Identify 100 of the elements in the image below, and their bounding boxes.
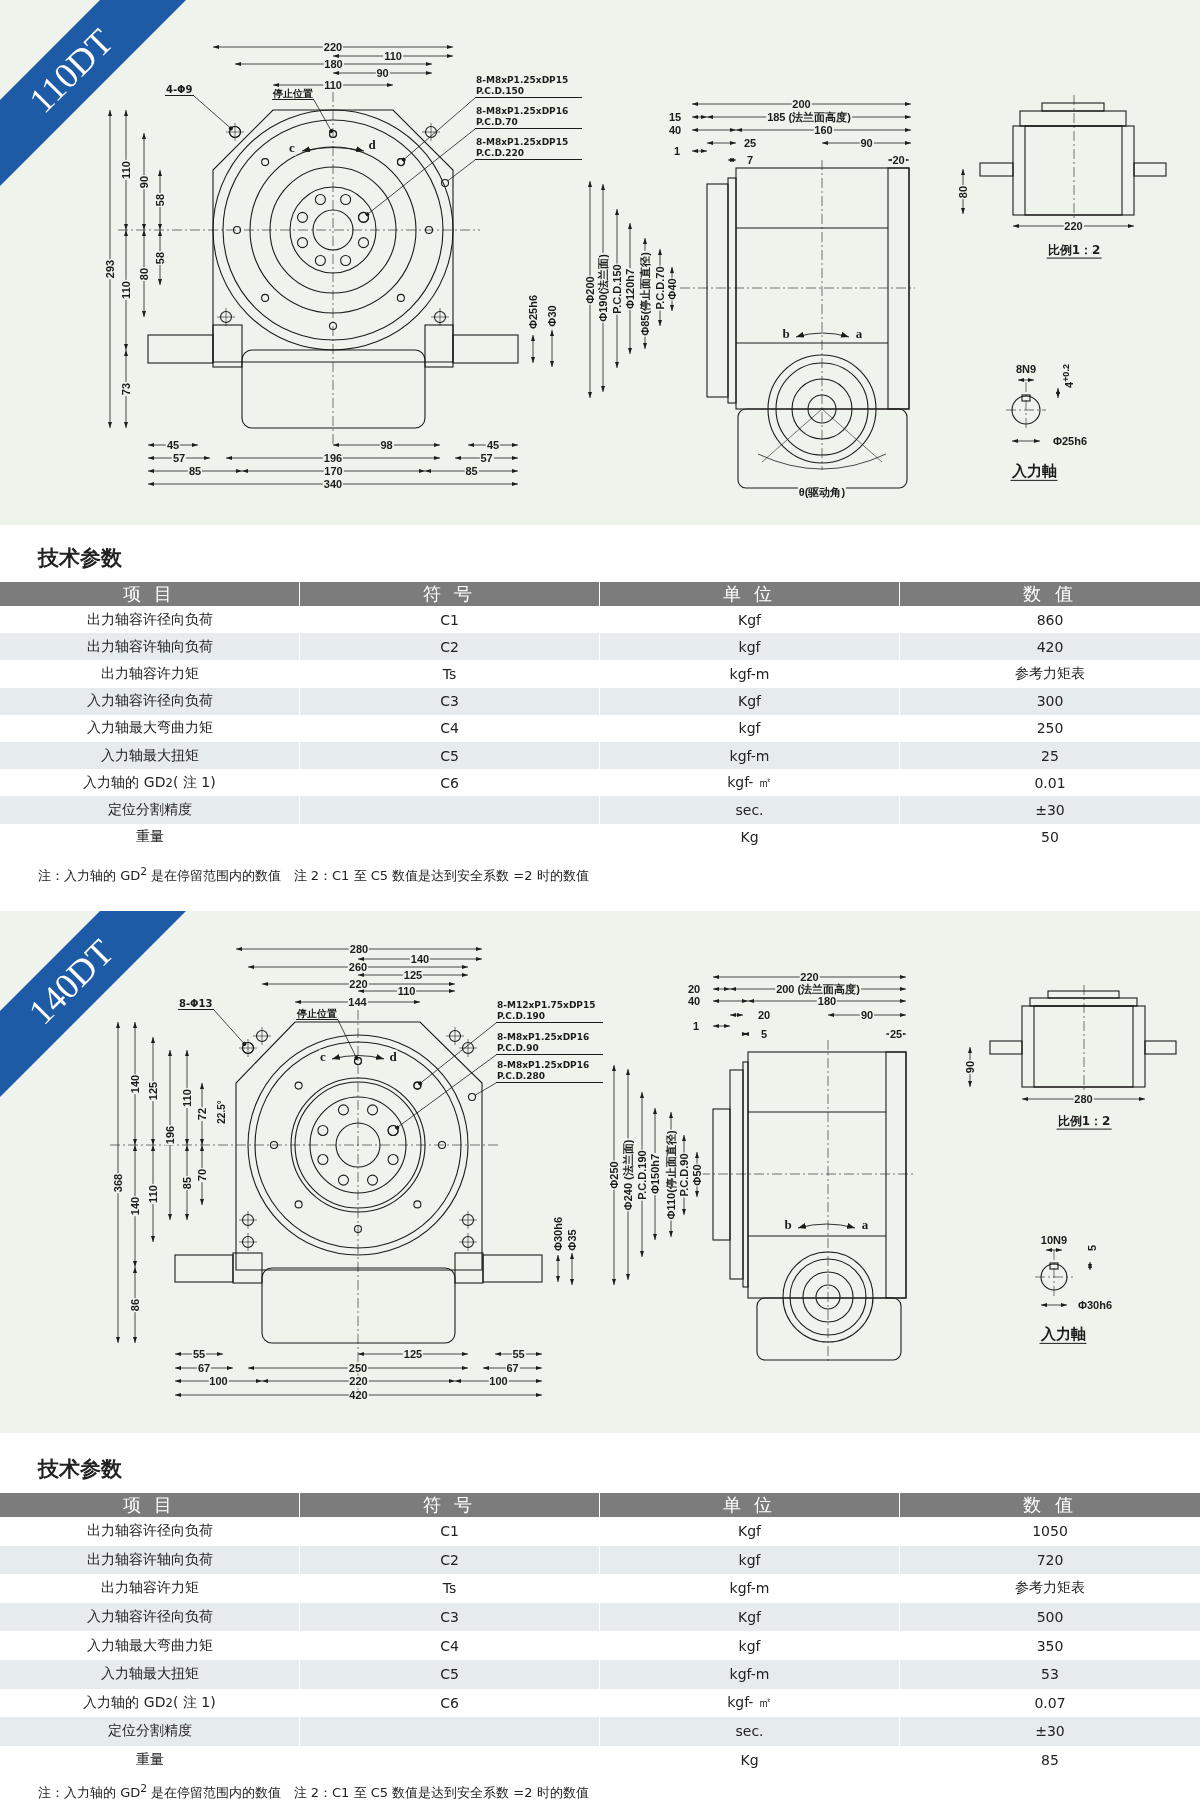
dimension-label: P.C.D.90 [678,1152,690,1198]
table-cell: 定位分割精度 [0,1717,300,1746]
table-cell: C3 [300,1602,600,1632]
dimension-label: 170 [323,465,344,477]
table-cell: C2 [300,1545,600,1575]
dimension-label: 340 [322,478,344,490]
callout-label: 8-M8xP1.25xDP15 P.C.D.150 [475,75,582,98]
dimension-label: 1 [691,1020,701,1032]
section-heading: 技术参数 [38,1456,122,1483]
mounting-hole [241,1041,255,1055]
view-caption: 入力軸 [1010,462,1058,482]
dimension-label: 90 [375,67,390,79]
dimension-label: 67 [505,1362,520,1374]
dimension-label: Φ35 [566,1228,578,1252]
dimension-label: 86 [129,1297,141,1313]
mounting-hole [467,1092,477,1102]
dimension-label: 45 [485,439,501,451]
dimension-label: Φ240 (法兰面) [622,1138,634,1211]
dimension-label: Φ200 [584,274,596,305]
table-cell: Kgf [600,687,900,715]
dimension-label: 8N9 [1014,363,1038,375]
header-cell: 数 值 [900,582,1200,606]
dimension-label: 110 [120,160,132,180]
mounting-hole [328,129,338,139]
scale-note: 比例1：2 [1056,1114,1112,1130]
dimension-label: 45 [165,439,181,451]
table-cell: 25 [900,742,1200,770]
header-cell: 单 位 [600,1493,900,1517]
dimension-label: 90 [859,1009,875,1021]
dimension-label: 125 [402,969,424,981]
header-cell: 项 目 [0,1493,300,1517]
dimension-label: Φ120h7 [624,267,636,310]
dimension-label: 100 [208,1375,229,1387]
dimension-label: 260 [347,961,369,973]
dimension-label: 57 [171,452,187,464]
dimension-label: 73 [120,381,132,397]
dimension-label: Φ85(停止面直径) [639,250,651,337]
dimension-label: 85 [187,465,203,477]
dimension-label: P.C.D.150 [611,262,623,315]
dimension-label: Φ50 [691,1162,703,1187]
header-cell: 单 位 [600,582,900,606]
dimension-label: 196 [164,1124,176,1146]
dimension-label: 140 [129,1195,141,1217]
dimension-label: 220 [348,1375,369,1387]
dimension-label: 185 (法兰面高度) [766,111,852,123]
dimension-label: 200 [791,98,812,110]
dimension-label: 125 [402,1348,424,1360]
dimension-label: 20 [686,983,702,995]
leader-line [447,159,476,182]
dimension-label: 110 [147,1183,159,1204]
scale-note: 比例1：2 [1046,243,1102,259]
dimension-label: 110 [323,79,343,91]
table-cell: 出力轴容许轴向负荷 [0,1545,300,1575]
dimension-label: P.C.D.190 [636,1148,648,1201]
leader-line [474,1082,497,1096]
dimension-label: 140 [409,953,431,965]
table-cell: 300 [900,687,1200,715]
table-cell: C3 [300,687,600,715]
dimension-label: 25 [888,1028,904,1040]
dimension-label: 250 [347,1362,369,1374]
dimension-label: 180 [816,995,838,1007]
header-cell: 符 号 [300,1493,600,1517]
table-cell: 定位分割精度 [0,796,300,824]
dimension-label: Φ110(停止面直径) [665,1128,677,1221]
dimension-label: Φ150h7 [649,1152,661,1196]
dimension-label: Φ25h6 [1051,435,1089,447]
dimension-label: 280 [348,943,370,955]
dimension-label: Φ30 [546,304,558,328]
callout-label: 4-Φ9 [165,84,194,96]
table-cell: 420 [900,633,1200,661]
dimension-label: 7 [745,154,755,166]
table-cell: C5 [300,1660,600,1689]
table-cell: 入力轴容许径向负荷 [0,687,300,715]
callout-label: 停止位置 [296,1008,338,1020]
dimension-label: 110 [181,1087,193,1108]
section-heading: 技术参数 [38,545,122,572]
table-cell: sec. [600,1717,900,1746]
dimension-label: 80 [957,184,969,199]
mounting-hole [387,1124,399,1137]
dimension-label: 10N9 [1039,1234,1069,1246]
dimension-label: 220 [322,41,344,53]
dimension-label: 25 [742,137,758,149]
dimension-label: 57 [479,452,494,464]
dimension-label: Φ30h6 [552,1215,564,1253]
dimension-label: Φ190(法兰面) [597,253,609,323]
dimension-label: 110 [120,280,132,300]
dimension-label: 368 [112,1172,124,1193]
callout-label: 8-M8xP1.25xDP16 P.C.D.280 [496,1060,603,1083]
dimension-label: 67 [196,1362,212,1374]
dimension-label: 100 [488,1375,509,1387]
table-cell: 500 [900,1602,1200,1632]
footnote: 注：入力轴的 GD$^{2}$ 是在停留范围内的数值 注 2：C1 至 C5 数值是达到安全系数 =2 时的数值 [38,1781,589,1803]
dimension-label: Φ250 [608,1160,620,1190]
table-cell: 入力轴最大扭矩 [0,742,300,770]
mounting-hole [357,211,370,223]
dimension-label: 90 [859,137,874,149]
table-cell: ±30 [900,1717,1200,1746]
dimension-label: 90 [964,1059,976,1075]
dimension-label: 1 [672,145,682,157]
dimension-label: 420 [348,1389,369,1401]
